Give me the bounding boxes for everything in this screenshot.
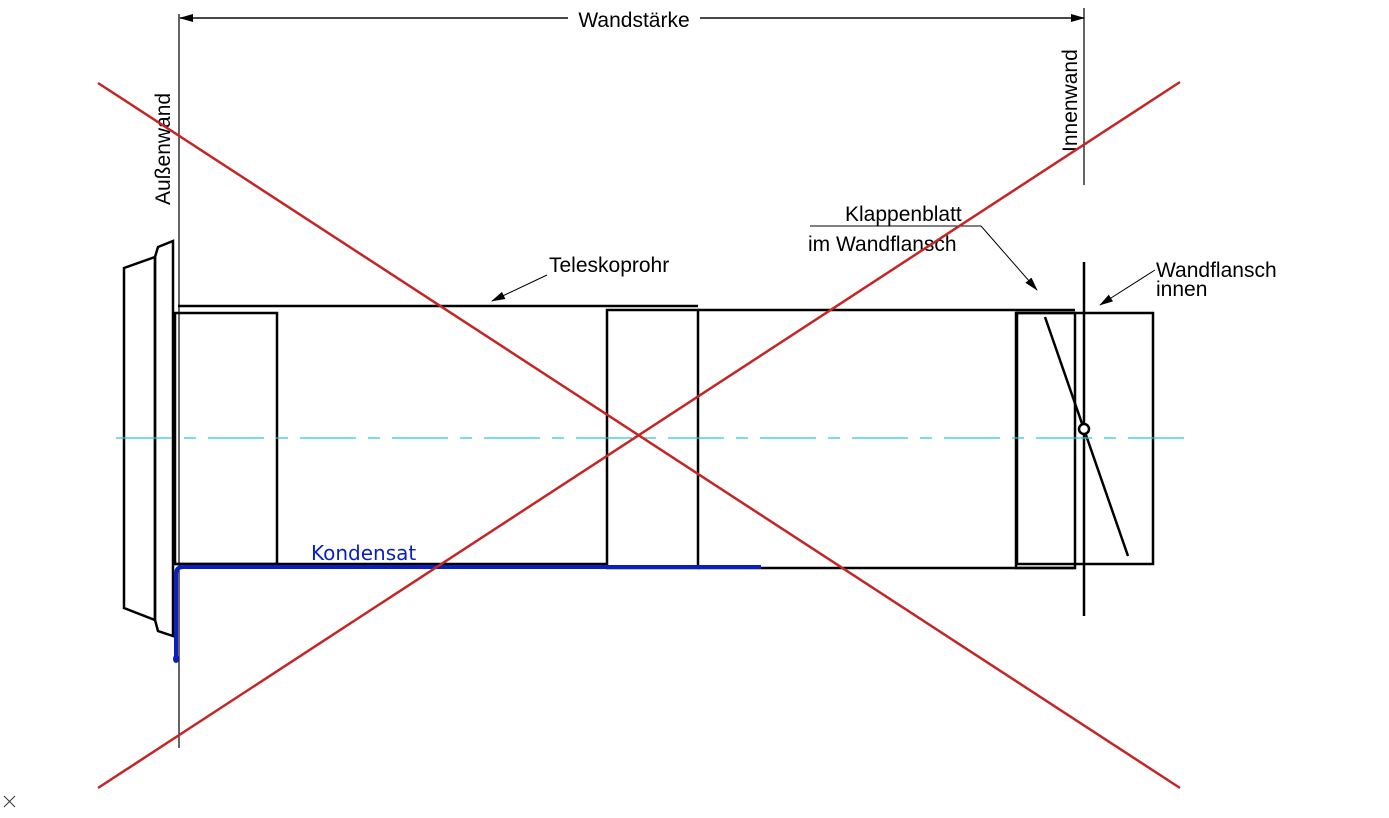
flap-blade-label-1: Klappenblatt [845,203,962,226]
cross-out [97,80,1181,790]
condensate-path: Kondensat [173,541,761,663]
drip-icon [173,655,179,663]
telescopic-pipe-label: Teleskoprohr [549,254,669,277]
outer-wall-label: Außenwand [152,93,175,205]
dimension-label: Wandstärke [578,9,689,32]
wall-flange-label-1: Wandflansch [1156,259,1277,282]
flap-pivot-icon [1077,422,1091,436]
flap-blade-label-2: im Wandflansch [808,233,957,256]
dimension-wall-thickness: Wandstärke [179,6,1085,32]
outer-cap [122,239,175,638]
wall-flange-label-2: innen [1156,278,1207,301]
flap-blade [1043,316,1130,557]
condensate-label: Kondensat [311,541,416,565]
dimension-label-bg [568,6,700,32]
wall-flange [1014,262,1155,616]
telescopic-pipe-callout: Teleskoprohr [491,254,669,302]
telescopic-pipe [173,304,1075,570]
cross-out-line-2 [97,80,1181,790]
wall-flange-callout: Wandflansch innen [1099,259,1277,306]
cursor-x-icon [3,795,16,808]
flap-blade-callout: Klappenblatt im Wandflansch [808,203,1038,291]
inner-wall-label: Innenwand [1059,49,1082,152]
